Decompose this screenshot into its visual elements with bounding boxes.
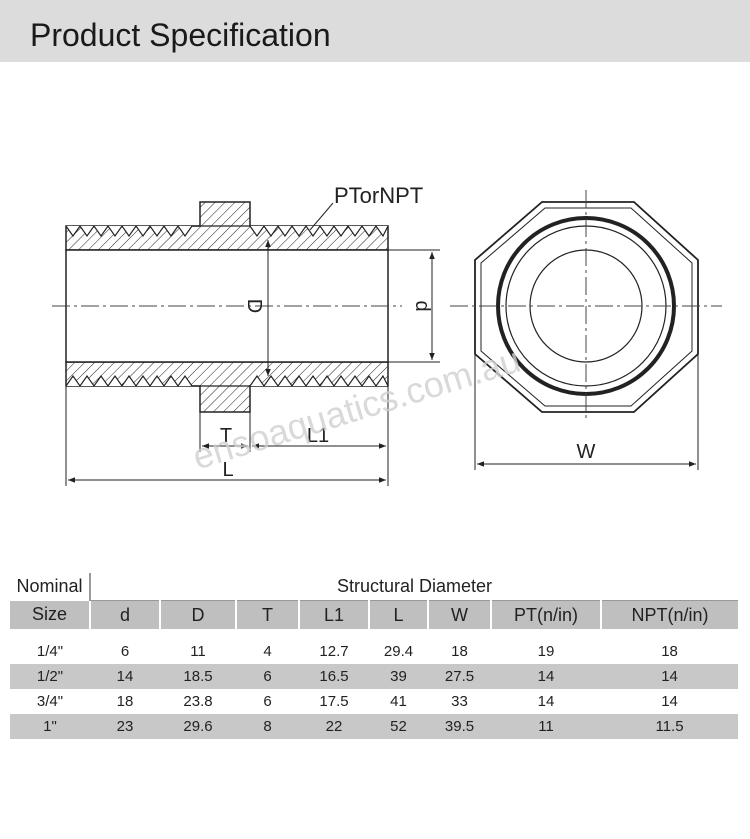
upper-thread-teeth [65, 224, 389, 238]
table-cell: 14 [90, 664, 160, 689]
nominal-header: Nominal [10, 573, 91, 601]
table-cell: 39 [369, 664, 428, 689]
table-cell: 11 [190, 643, 206, 660]
column-header-D: D [159, 600, 236, 629]
header-bar: Product Specification [0, 0, 750, 62]
table-cell: 6 [263, 693, 272, 710]
hex-inner [480, 207, 693, 407]
table-cell: 18 [116, 693, 134, 710]
table-row: 1" 23 29.6 8 22 52 39.5 11 11.5 [10, 714, 739, 739]
column-header-d: d [89, 600, 160, 629]
table-cell: 12.7 [319, 643, 349, 660]
page-title: Product Specification [30, 17, 331, 53]
thread-label: PTorNPT [334, 183, 423, 208]
column-header-L1: L1 [298, 600, 369, 629]
table-row: 1/4" 6 11 4 12.7 29.4 18 19 18 [10, 639, 738, 664]
table-cell: 16.5 [299, 664, 369, 689]
table-cell: 23.8 [183, 693, 213, 710]
table-cell: 18.5 [160, 664, 236, 689]
lower-thread-teeth [65, 374, 389, 388]
label-L1: L1 [307, 425, 329, 447]
thread-leader [309, 202, 334, 231]
column-header-T: T [235, 600, 299, 629]
table-cell: 1/2" [10, 664, 90, 689]
table-cell: 4 [263, 643, 272, 660]
column-header-size: Size [10, 600, 90, 629]
table-row: 3/4" 18 23.8 6 17.5 41 33 14 14 [10, 689, 738, 714]
table-cell: 29.6 [160, 714, 236, 739]
table-cell: 52 [369, 714, 428, 739]
column-header-npt: NPT(n/in) [599, 600, 739, 629]
label-d: d [411, 300, 433, 311]
table-cell: 23 [90, 714, 160, 739]
column-header-pt: PT(n/in) [490, 600, 601, 629]
table-cell: 33 [451, 693, 468, 710]
table-cell: 8 [236, 714, 299, 739]
table-cell: 6 [236, 664, 299, 689]
table-cell: 1" [10, 714, 90, 739]
column-header-L: L [368, 600, 428, 629]
table-cell: 18 [451, 643, 468, 660]
label-W: W [577, 441, 596, 463]
end-view: W [450, 190, 722, 470]
side-view: PTorNPT D d T L1 L [52, 183, 440, 486]
table-cell: 3/4" [36, 693, 64, 710]
column-header-W: W [427, 600, 491, 629]
table-cell: 11 [491, 714, 601, 739]
table-cell: 19 [537, 643, 555, 660]
label-D: D [243, 299, 265, 313]
table-cell: 1/4" [36, 643, 64, 660]
table-cell: 6 [120, 643, 130, 660]
specification-table: Nominal Structural Diameter Size d D T L… [10, 573, 739, 739]
fitting-technical-drawing: PTorNPT D d T L1 L W ensoaquatics.com.au [52, 183, 722, 486]
structural-diameter-header: Structural Diameter [90, 573, 739, 601]
table-cell: 11.5 [601, 714, 739, 739]
table-cell: 27.5 [428, 664, 491, 689]
table-cell: 39.5 [428, 714, 491, 739]
table-cell: 14 [537, 693, 555, 710]
table-cell: 17.5 [319, 693, 349, 710]
table-cell: 14 [661, 693, 678, 710]
table-cell: 14 [601, 664, 739, 689]
table-cell: 14 [491, 664, 601, 689]
label-T: T [220, 425, 232, 447]
table-cell: 22 [299, 714, 369, 739]
table-cell: 29.4 [383, 643, 414, 660]
table-cell: 41 [390, 693, 407, 710]
table-cell: 18 [661, 643, 678, 660]
label-L: L [222, 459, 233, 481]
table-row: 1/2" 14 18.5 6 16.5 39 27.5 14 14 [10, 664, 739, 689]
